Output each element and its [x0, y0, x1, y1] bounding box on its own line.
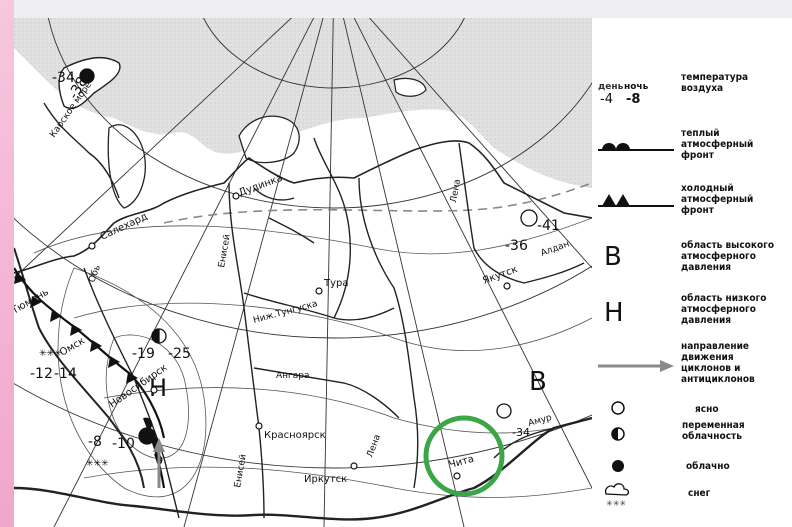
river-lower-tunguska: Ниж.Тунгуска: [252, 299, 319, 326]
highlight-circle-chita: [423, 415, 505, 497]
cold-front-triangles: [14, 272, 138, 384]
svg-text:✳✳✳: ✳✳✳: [39, 349, 62, 359]
variable-cloudiness-icon: [611, 427, 625, 441]
legend-cloudy: облачно: [686, 461, 730, 472]
cold-front-line: [14, 267, 166, 439]
legend-low-letter: Н: [604, 298, 624, 328]
snow-symbols: ✳✳✳ ✳✳✳: [39, 349, 109, 469]
variable-cloud-symbol-1: [151, 328, 167, 344]
river-angara: Ангара: [276, 371, 310, 381]
city-salekhard: Салехард: [99, 211, 150, 243]
island-severnaya-zemlya: [238, 115, 300, 164]
svg-text:-41: -41: [537, 218, 560, 234]
cold-front-icon: [598, 194, 674, 207]
coastline: [14, 140, 592, 274]
svg-text:✳✳✳: ✳✳✳: [606, 499, 626, 508]
city-tura: Тура: [323, 278, 349, 289]
clear-sky-icon: [611, 401, 625, 415]
russia-southern-border: [14, 416, 592, 521]
legend-night-label: ночь: [624, 82, 649, 92]
arctic-sea-dots: [14, 18, 592, 188]
legend-snow: снег: [688, 488, 711, 499]
arctic-circle-dashed: [163, 182, 592, 224]
city-irkutsk: Иркутск: [304, 474, 347, 485]
peninsula-yamal: [107, 124, 146, 209]
city-yakutsk: Якутск: [481, 264, 519, 287]
high-pressure-letter: В: [529, 367, 547, 397]
svg-text:-34: -34: [512, 426, 530, 439]
river-lena: Лена: [449, 178, 463, 203]
river-aldan: Алдан: [540, 239, 571, 259]
city-chita: Чита: [448, 454, 475, 471]
svg-text:-25: -25: [168, 346, 191, 362]
low-pressure-letter: Н: [149, 374, 167, 402]
warm-front-icon: [598, 143, 674, 151]
svg-text:-10: -10: [112, 436, 135, 452]
river-amur: Амур: [527, 413, 553, 429]
river-ob: Обь: [87, 264, 103, 284]
temperature-labels: -34 -38 -36 -41 -19 -25 -12 -14 -8 -10 -…: [30, 70, 560, 452]
parallels: [14, 18, 592, 469]
rivers: [43, 102, 585, 519]
svg-text:-19: -19: [132, 346, 155, 362]
isotherms: [33, 217, 592, 498]
svg-text:-14: -14: [54, 366, 77, 382]
svg-text:-34: -34: [52, 70, 75, 86]
river-yenisei-south: Енисей: [233, 453, 249, 488]
city-krasnoyarsk: Красноярск: [264, 430, 326, 441]
city-omsk: Омск: [58, 336, 87, 359]
legend-night-value: -8: [626, 92, 641, 107]
meridians: [14, 18, 592, 527]
western-border: [14, 247, 145, 489]
city-dots: [88, 192, 511, 480]
direction-arrow-icon: [598, 360, 674, 372]
snow-cloud-icon: ✳✳✳: [604, 483, 630, 508]
pink-side-bar: [0, 0, 14, 527]
cloudy-icon: [612, 460, 624, 472]
map-svg: ✳✳✳ ✳✳✳ Н В -34 -38 -36 -41 -19 -25 -12 …: [14, 18, 592, 527]
weather-map: ✳✳✳ ✳✳✳ Н В -34 -38 -36 -41 -19 -25 -12 …: [14, 18, 592, 527]
legend-clear: ясно: [695, 404, 719, 415]
top-band: [0, 0, 792, 18]
weather-symbols: [79, 68, 538, 445]
svg-text:-12: -12: [30, 366, 53, 382]
river-yenisei: Енисей: [217, 233, 233, 268]
cyclone-direction-arrow: [153, 438, 165, 488]
river-lena-south: Лена: [365, 433, 383, 459]
legend-high-letter: В: [604, 242, 622, 272]
svg-text:✳✳✳: ✳✳✳: [86, 459, 109, 469]
island-east: [393, 77, 427, 97]
svg-text:-8: -8: [88, 434, 102, 450]
svg-text:-36: -36: [505, 238, 528, 254]
legend-day-label: день: [598, 82, 624, 92]
legend-day-value: -4: [600, 92, 613, 107]
